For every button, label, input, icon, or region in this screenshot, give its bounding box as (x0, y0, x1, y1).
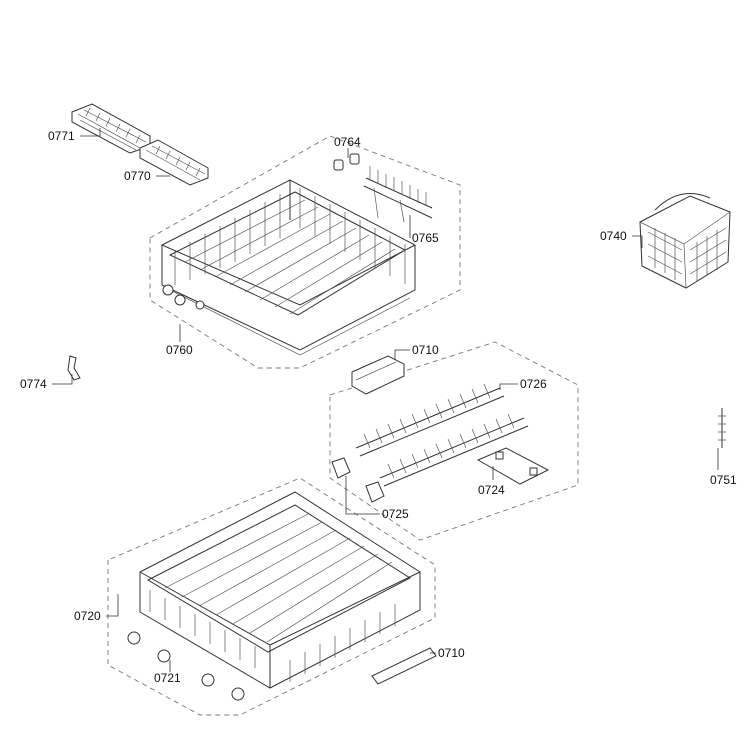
label-0726: 0726 (520, 377, 547, 391)
wheel-0721 (127, 631, 245, 701)
handle-trim-0710-lower (371, 647, 437, 685)
label-0720: 0720 (74, 609, 101, 623)
label-0770: 0770 (124, 169, 151, 183)
tine-row-0770 (139, 139, 209, 186)
clip-0725 (331, 457, 385, 503)
leader-lines (52, 128, 719, 672)
label-0764: 0764 (334, 135, 361, 149)
label-0725: 0725 (382, 507, 409, 521)
label-0774: 0774 (20, 377, 47, 391)
tine-rack-0765 (363, 166, 433, 223)
label-0751: 0751 (710, 473, 737, 487)
clip-0764 (333, 153, 360, 171)
handle-trim-0710-upper (351, 355, 405, 395)
label-0765: 0765 (412, 231, 439, 245)
label-0710-upper: 0710 (412, 343, 439, 357)
label-0740: 0740 (600, 229, 627, 243)
accessories-group-outline (329, 341, 579, 541)
upper-basket-group-outline (149, 135, 461, 369)
spray-pin-0751 (718, 408, 726, 448)
hook-0774 (67, 355, 81, 381)
tine-rack-0726 (355, 383, 529, 487)
lower-basket-0720 (139, 491, 421, 689)
cutlery-basket-0740 (639, 193, 731, 289)
label-0724: 0724 (478, 483, 505, 497)
label-0710-lower: 0710 (438, 646, 465, 660)
label-0760: 0760 (166, 343, 193, 357)
upper-basket-0760 (161, 179, 416, 356)
label-0771: 0771 (48, 129, 75, 143)
tine-row-0771 (71, 103, 151, 154)
clip-holder-0724 (476, 447, 550, 485)
label-0721: 0721 (154, 671, 181, 685)
